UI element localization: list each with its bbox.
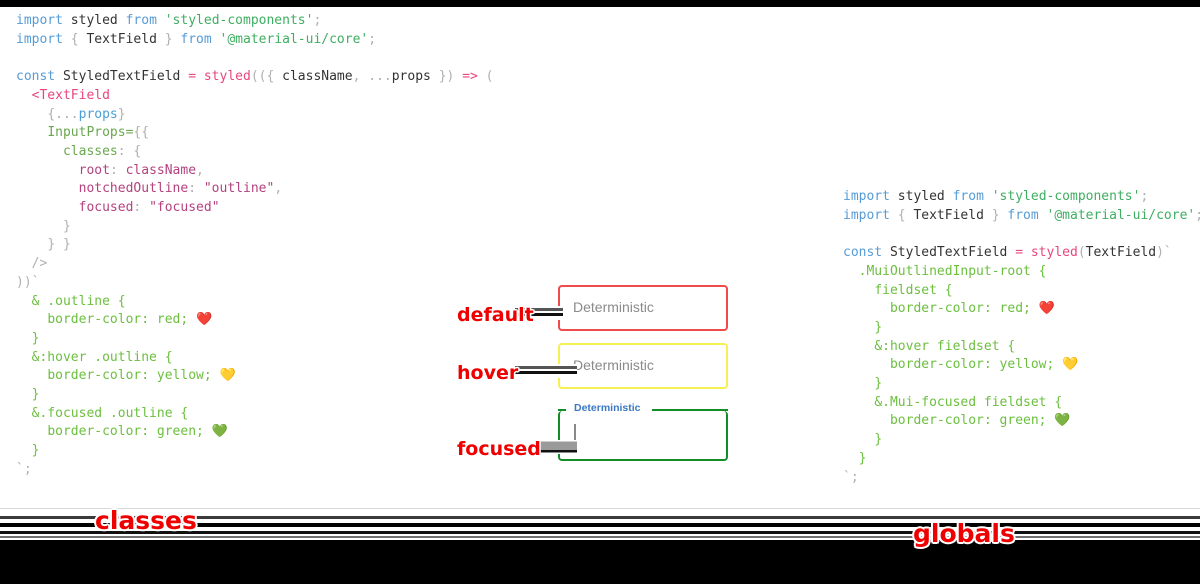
code-line: import styled from 'styled-components'; …	[843, 189, 1200, 485]
state-label-default: default	[457, 304, 534, 326]
connector-hover	[515, 364, 577, 378]
state-label-hover: hover	[457, 362, 519, 384]
demo-row-hover: hover Deterministic	[455, 340, 745, 392]
banner-line-8	[0, 540, 1200, 551]
top-black-bar	[0, 0, 1200, 7]
notch-segment-left	[558, 409, 566, 411]
banner-line-7	[0, 536, 1200, 538]
banner-line-3	[0, 521, 1200, 523]
textfield-default[interactable]: Deterministic	[558, 285, 728, 331]
textfield-hover[interactable]: Deterministic	[558, 343, 728, 389]
connector-default	[515, 306, 563, 320]
banner-line-5	[0, 529, 1200, 531]
state-label-focused: focused	[457, 438, 541, 460]
code-line: import styled from 'styled-components'; …	[16, 13, 494, 477]
textfield-default-value: Deterministic	[573, 299, 654, 315]
textfield-focused-float-label: Deterministic	[571, 402, 644, 414]
textfield-hover-value: Deterministic	[573, 357, 654, 373]
banner-line-6	[0, 531, 1200, 534]
demo-row-focused: focused Deterministic	[455, 402, 745, 461]
bottom-banner: classes globals	[0, 495, 1200, 555]
code-block-classes: import styled from 'styled-components'; …	[16, 12, 494, 480]
bottom-black-bar	[0, 551, 1200, 584]
text-caret	[574, 424, 576, 446]
banner-line-2	[0, 516, 1200, 519]
code-block-globals: import styled from 'styled-components'; …	[843, 188, 1200, 487]
banner-label-classes: classes	[95, 506, 197, 535]
banner-line-4	[0, 523, 1200, 527]
textfield-focused[interactable]: Deterministic	[558, 402, 728, 461]
banner-line-1	[0, 508, 1200, 509]
connector-focused	[539, 440, 577, 454]
notched-outline	[558, 409, 728, 411]
banner-label-globals: globals	[913, 519, 1015, 548]
textfield-demo-group: default Deterministic hover Deterministi…	[455, 278, 745, 473]
demo-row-default: default Deterministic	[455, 282, 745, 334]
notch-segment-right	[652, 409, 728, 411]
